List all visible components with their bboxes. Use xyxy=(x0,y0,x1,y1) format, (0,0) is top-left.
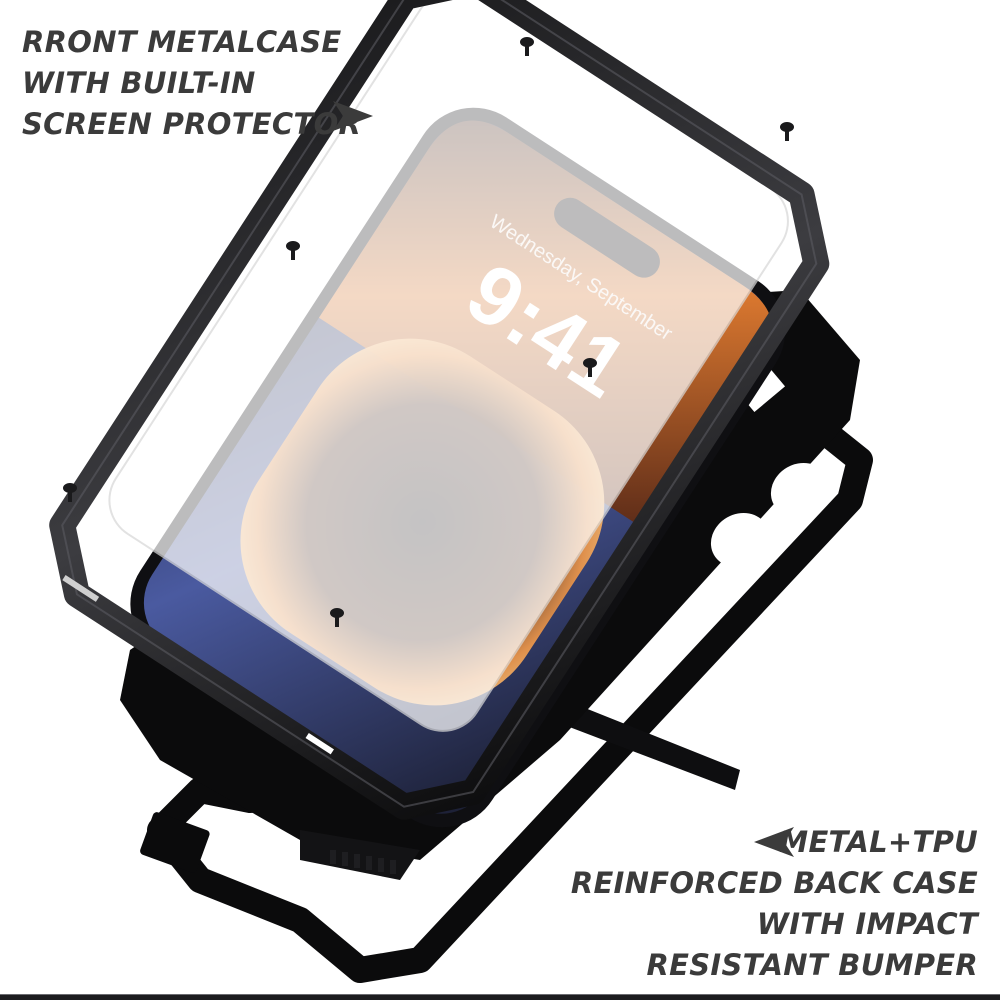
caption-line: SCREEN PROTECTOR xyxy=(22,107,362,141)
arrow-left-icon xyxy=(754,827,794,857)
screw-icon xyxy=(330,608,344,627)
screws xyxy=(63,37,794,627)
caption-line: RESISTANT BUMPER xyxy=(646,948,978,982)
arrow-right-icon xyxy=(333,101,373,131)
caption-front-case: RRONT METALCASE WITH BUILT-IN SCREEN PRO… xyxy=(22,22,361,145)
screw-icon xyxy=(520,37,534,56)
screw-icon xyxy=(583,358,597,377)
caption-line: WITH BUILT-IN xyxy=(22,66,256,100)
caption-line: REINFORCED BACK CASE xyxy=(570,866,978,900)
screw-icon xyxy=(780,122,794,141)
caption-line: METAL+TPU xyxy=(779,825,978,859)
caption-back-case: METAL+TPU REINFORCED BACK CASE WITH IMPA… xyxy=(571,822,978,986)
screw-icon xyxy=(286,241,300,260)
caption-line: WITH IMPACT xyxy=(756,907,978,941)
front-metal-frame xyxy=(49,0,830,820)
bottom-border xyxy=(0,994,1000,1000)
caption-line: RRONT METALCASE xyxy=(22,25,342,59)
screw-icon xyxy=(63,483,77,502)
